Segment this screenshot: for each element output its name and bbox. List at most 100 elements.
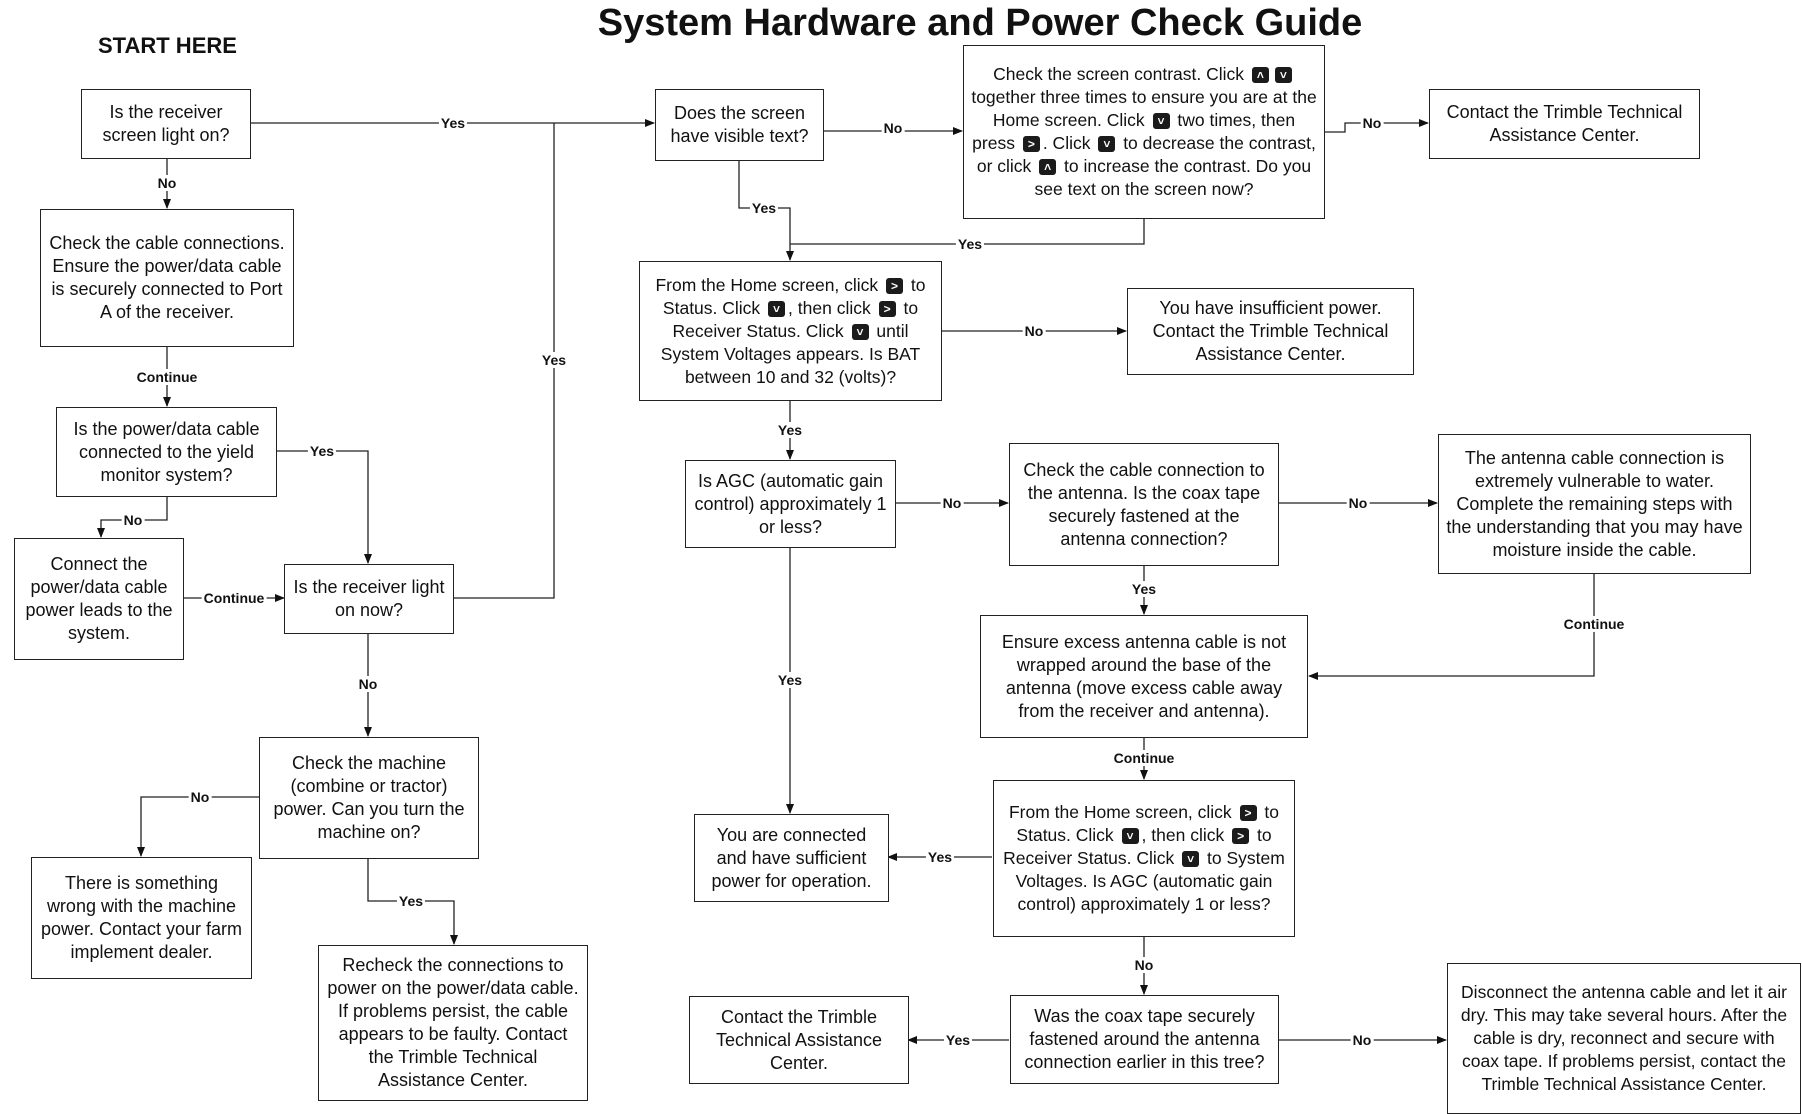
node-text: From the Home screen, click > to Status.… xyxy=(646,274,935,389)
node-contact-trimble-1: Contact the Trimble Technical Assistance… xyxy=(1429,89,1700,159)
node-text: Recheck the connections to power on the … xyxy=(327,955,579,1090)
node-text: Check the cable connection to the antenn… xyxy=(1023,459,1265,549)
edge-label-n5-n6: No xyxy=(356,676,380,692)
node-check-machine-power: Check the machine (combine or tractor) p… xyxy=(259,737,479,859)
edge-n6-n7 xyxy=(137,796,259,857)
node-text: Is the power/data cable connected to the… xyxy=(73,418,260,485)
key-button-icon: ˅ xyxy=(768,300,786,317)
edge-label-n2-n3: Continue xyxy=(134,369,200,385)
node-text: Is the receiver screen light on? xyxy=(102,102,230,145)
node-text: Ensure excess antenna cable is not wrapp… xyxy=(1001,631,1287,721)
node-text: There is something wrong with the machin… xyxy=(40,873,243,962)
key-button-icon: ˄ xyxy=(1039,159,1057,175)
edge-label-n5-n9: Yes xyxy=(539,352,569,368)
key-button-icon: > xyxy=(878,300,896,317)
node-insufficient-power: You have insufficient power. Contact the… xyxy=(1127,288,1414,375)
node-receiver-light-check: Is the receiver screen light on? xyxy=(81,89,251,159)
text-run: to Receiver Status. Click xyxy=(672,297,919,341)
edge-label-n6-n8: Yes xyxy=(396,893,426,909)
text-run: to Status. Click xyxy=(1016,802,1280,845)
node-text: You have insufficient power. Contact the… xyxy=(1152,298,1389,364)
text-run: two times, then press xyxy=(972,110,1296,153)
node-check-screen-contrast: Check the screen contrast. Click ˄˅ toge… xyxy=(963,45,1325,219)
page-title: System Hardware and Power Check Guide xyxy=(597,2,1363,44)
node-check-agc-again: From the Home screen, click > to Status.… xyxy=(993,780,1295,937)
node-text: Does the screen have visible text? xyxy=(670,103,809,146)
key-button-icon: > xyxy=(886,277,904,294)
node-agc-check: Is AGC (automatic gain control) approxim… xyxy=(685,460,896,548)
key-button-icon: ˅ xyxy=(1098,136,1116,152)
edge-n10-n11 xyxy=(1324,119,1429,133)
text-run: together three times to ensure you are a… xyxy=(971,87,1317,130)
node-connected-sufficient-power: You are connected and have sufficient po… xyxy=(694,814,889,902)
edge-label-n12-n14: Yes xyxy=(775,422,805,438)
key-button-icon: ˅ xyxy=(1274,67,1292,83)
node-check-antenna-cable: Check the cable connection to the antenn… xyxy=(1009,443,1279,566)
key-button-icon: ˅ xyxy=(851,323,869,340)
node-text: Disconnect the antenna cable and let it … xyxy=(1460,982,1788,1094)
node-connect-power-leads: Connect the power/data cable power leads… xyxy=(14,538,184,660)
edge-n16-n17 xyxy=(1308,573,1595,680)
text-run: to Status. Click xyxy=(662,274,926,318)
edge-label-n16-n17: Continue xyxy=(1561,616,1627,632)
edge-label-n3-n5: Yes xyxy=(307,443,337,459)
edge-n5-n9 xyxy=(453,123,555,599)
node-check-bat-voltage: From the Home screen, click > to Status.… xyxy=(639,261,942,401)
node-coax-tape-earlier: Was the coax tape securely fastened arou… xyxy=(1010,995,1279,1084)
node-contact-trimble-2: Contact the Trimble Technical Assistance… xyxy=(689,996,909,1084)
edge-label-n1-n9: Yes xyxy=(438,115,468,131)
edge-label-n20-n22: No xyxy=(1350,1032,1374,1048)
text-run: From the Home screen, click xyxy=(1008,802,1237,822)
edge-label-n9-n10: No xyxy=(881,120,905,136)
node-receiver-light-now: Is the receiver light on now? xyxy=(284,564,454,634)
node-text: Was the coax tape securely fastened arou… xyxy=(1024,1006,1265,1072)
text-run: to Receiver Status. Click xyxy=(1003,825,1272,868)
node-text: You are connected and have sufficient po… xyxy=(711,824,872,891)
key-button-icon: ˄ xyxy=(1251,67,1269,83)
text-run: From the Home screen, click xyxy=(655,274,884,295)
edge-label-n10-n12: Yes xyxy=(955,236,985,252)
node-text: Is the receiver light on now? xyxy=(293,577,445,620)
edge-label-n6-n7: No xyxy=(188,789,212,805)
node-text: Contact the Trimble Technical Assistance… xyxy=(715,1006,883,1073)
node-screen-visible-text: Does the screen have visible text? xyxy=(655,89,824,161)
edge-label-n18-n20: No xyxy=(1132,957,1156,973)
text-run: to decrease the contrast, or click xyxy=(976,133,1316,176)
edge-label-n17-n18: Continue xyxy=(1111,750,1177,766)
edge-n10-n12 xyxy=(790,218,1145,245)
node-text: Check the cable connections. Ensure the … xyxy=(49,233,285,322)
node-text: Contact the Trimble Technical Assistance… xyxy=(1446,102,1683,145)
text-run: . Click xyxy=(1042,133,1096,153)
edge-label-n20-n21: Yes xyxy=(943,1032,973,1048)
node-antenna-water-warning: The antenna cable connection is extremel… xyxy=(1438,434,1751,574)
node-text: Connect the power/data cable power leads… xyxy=(25,554,173,643)
edge-label-n4-n5: Continue xyxy=(201,590,267,606)
node-text: From the Home screen, click > to Status.… xyxy=(1000,801,1288,916)
text-run: until System Voltages appears. Is BAT be… xyxy=(660,320,921,387)
node-text: Check the screen contrast. Click ˄˅ toge… xyxy=(970,63,1318,201)
text-run: to increase the contrast. Do you see tex… xyxy=(1034,156,1312,199)
key-button-icon: ˅ xyxy=(1121,828,1139,844)
edge-label-n12-n13: No xyxy=(1022,323,1046,339)
node-text: The antenna cable connection is extremel… xyxy=(1446,447,1743,560)
edge-label-n15-n16: No xyxy=(1346,495,1370,511)
start-here-label: START HERE xyxy=(98,33,237,58)
key-button-icon: ˅ xyxy=(1182,851,1200,867)
node-cable-connected-yield-monitor: Is the power/data cable connected to the… xyxy=(56,407,277,497)
node-excess-antenna-cable: Ensure excess antenna cable is not wrapp… xyxy=(980,615,1308,738)
key-button-icon: > xyxy=(1232,828,1250,844)
node-check-cable-connections: Check the cable connections. Ensure the … xyxy=(40,209,294,347)
node-text: Is AGC (automatic gain control) approxim… xyxy=(694,470,887,537)
node-dry-antenna-cable: Disconnect the antenna cable and let it … xyxy=(1447,963,1801,1114)
edge-label-n9-n12: Yes xyxy=(749,200,779,216)
edge-label-n14-n19: Yes xyxy=(775,672,805,688)
node-text: Check the machine (combine or tractor) p… xyxy=(273,753,465,842)
edge-label-n15-n17: Yes xyxy=(1129,581,1159,597)
node-machine-power-problem: There is something wrong with the machin… xyxy=(31,857,252,979)
node-recheck-connections: Recheck the connections to power on the … xyxy=(318,945,588,1101)
key-button-icon: > xyxy=(1239,805,1257,821)
edge-label-n14-n15: No xyxy=(940,495,964,511)
key-button-icon: > xyxy=(1022,136,1040,152)
edge-n3-n5 xyxy=(276,450,372,564)
edge-label-n1-n2: No xyxy=(155,175,179,191)
